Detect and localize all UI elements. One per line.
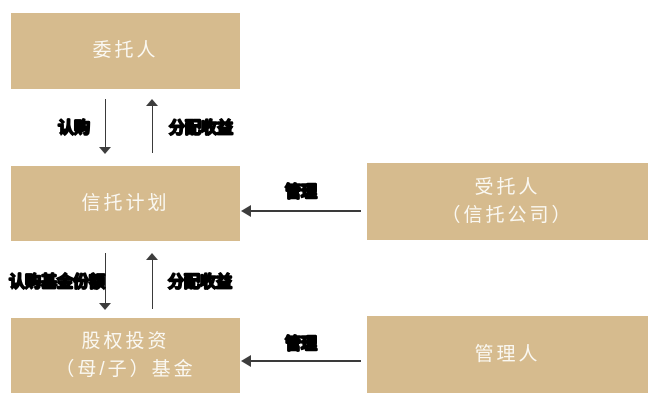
node-fund: 股权投资 （母/子）基金 [11, 318, 240, 393]
node-trust-plan-label: 信托计划 [81, 192, 170, 214]
node-trustee: 受托人 （信托公司） [367, 163, 648, 240]
node-principal-label: 委托人 [92, 40, 159, 61]
node-manager: 管理人 [367, 316, 648, 393]
arrowhead-down-icon [99, 147, 111, 154]
edge-distribute-1-line [152, 106, 153, 153]
arrowhead-left-icon [241, 355, 251, 367]
arrowhead-up-icon [146, 99, 158, 106]
node-trust-plan: 信托计划 [11, 166, 240, 241]
edge-subscribe-line [105, 99, 106, 147]
node-manager-label: 管理人 [474, 343, 541, 365]
edge-manage-trust-line [251, 210, 361, 212]
edge-label-subscribe-fund-shares: 认购基金份额 [8, 273, 106, 292]
edge-label-distribute-income-1: 分配收益 [168, 119, 234, 138]
node-trustee-label-line2: （信托公司） [441, 204, 574, 226]
node-trustee-label-line1: 受托人 [474, 176, 541, 198]
arrowhead-up-icon [146, 253, 158, 260]
node-fund-label-line1: 股权投资 [81, 330, 170, 352]
edge-label-manage-trust: 管理 [284, 183, 318, 202]
node-principal: 委托人 [11, 13, 240, 89]
edge-label-subscribe: 认购 [57, 119, 91, 138]
edge-label-manage-fund: 管理 [284, 335, 318, 354]
edge-subscribe-fund-line [105, 253, 106, 303]
arrowhead-down-icon [99, 303, 111, 310]
arrowhead-left-icon [241, 205, 251, 217]
edge-manage-fund-line [251, 360, 361, 362]
edge-label-distribute-income-2: 分配收益 [167, 273, 233, 292]
edge-distribute-2-line [152, 260, 153, 309]
node-fund-label-line2: （母/子）基金 [55, 358, 196, 380]
